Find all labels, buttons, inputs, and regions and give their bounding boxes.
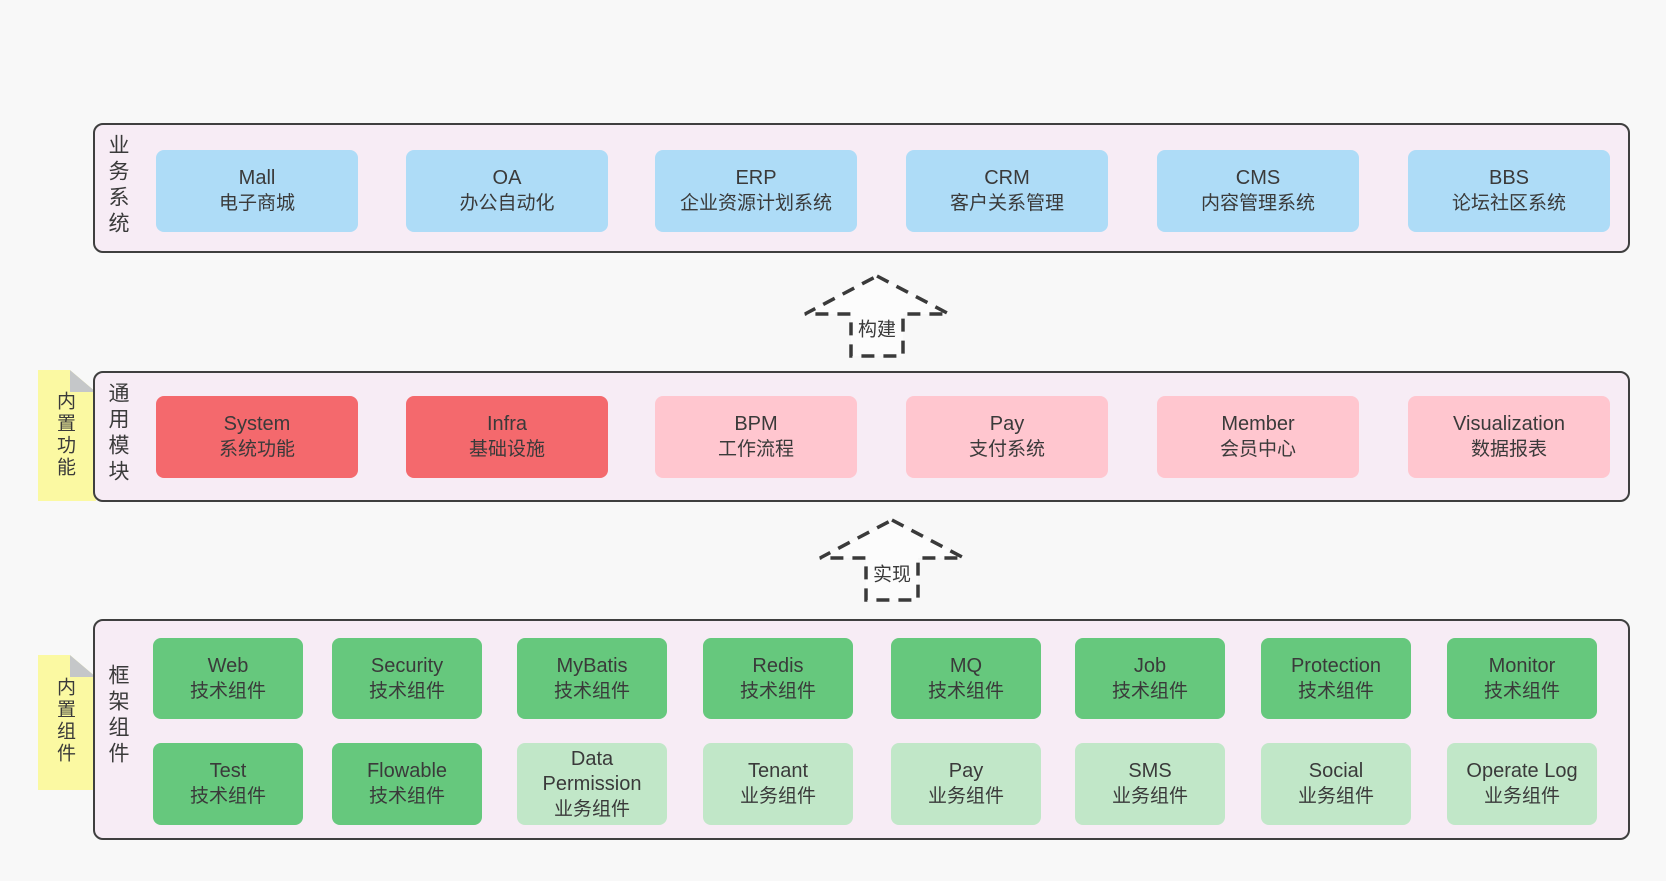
box-mall: Mall 电子商城: [156, 150, 358, 232]
box-infra: Infra 基础设施: [406, 396, 608, 478]
box-mq: MQ 技术组件: [891, 638, 1041, 719]
implement-arrow-label: 实现: [869, 558, 915, 588]
box-tenant: Tenant 业务组件: [703, 743, 853, 825]
box-bbs: BBS 论坛社区系统: [1408, 150, 1610, 232]
box-cms: CMS 内容管理系统: [1157, 150, 1359, 232]
box-system: System 系统功能: [156, 396, 358, 478]
box-data-permission: Data Permission 业务组件: [517, 743, 667, 825]
box-erp: ERP 企业资源计划系统: [655, 150, 857, 232]
box-member: Member 会员中心: [1157, 396, 1359, 478]
box-web: Web 技术组件: [153, 638, 303, 719]
panel-common-modules: [93, 371, 1630, 502]
sticky-label-builtin-features: 内置功能: [54, 391, 75, 479]
box-job: Job 技术组件: [1075, 638, 1225, 719]
box-test: Test 技术组件: [153, 743, 303, 825]
box-pay-module: Pay 支付系统: [906, 396, 1108, 478]
box-redis: Redis 技术组件: [703, 638, 853, 719]
box-mybatis: MyBatis 技术组件: [517, 638, 667, 719]
layer-label-modules: 通用模块: [106, 382, 129, 486]
sticky-note-builtin-features: [38, 370, 96, 501]
box-protection: Protection 技术组件: [1261, 638, 1411, 719]
box-operate-log: Operate Log 业务组件: [1447, 743, 1597, 825]
box-visualization: Visualization 数据报表: [1408, 396, 1610, 478]
layer-label-components: 框架组件: [106, 664, 129, 768]
box-oa: OA 办公自动化: [406, 150, 608, 232]
box-social: Social 业务组件: [1261, 743, 1411, 825]
box-pay-component: Pay 业务组件: [891, 743, 1041, 825]
build-arrow-label: 构建: [854, 313, 900, 343]
box-monitor: Monitor 技术组件: [1447, 638, 1597, 719]
layer-label-business: 业务系统: [106, 134, 129, 238]
box-sms: SMS 业务组件: [1075, 743, 1225, 825]
box-flowable: Flowable 技术组件: [332, 743, 482, 825]
box-security: Security 技术组件: [332, 638, 482, 719]
box-bpm: BPM 工作流程: [655, 396, 857, 478]
sticky-label-builtin-components: 内置组件: [54, 677, 75, 765]
box-crm: CRM 客户关系管理: [906, 150, 1108, 232]
